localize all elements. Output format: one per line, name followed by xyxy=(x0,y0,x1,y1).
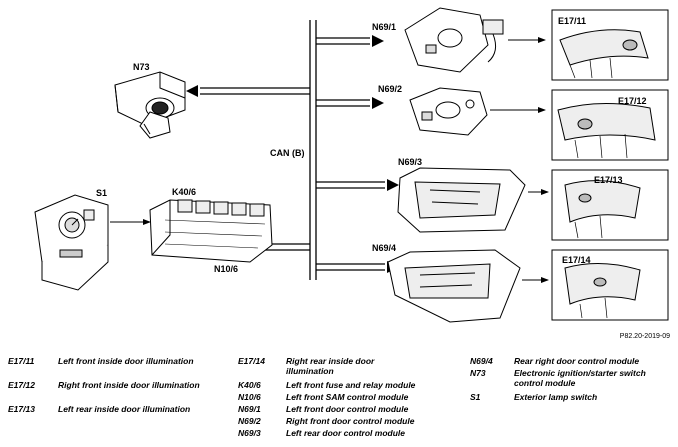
legend-desc: Left front door control module xyxy=(286,404,409,414)
e17-13-label: E17/13 xyxy=(594,175,623,185)
n69-1-door-module-illustration xyxy=(404,7,504,73)
legend-code: N69/4 xyxy=(470,356,493,366)
legend-code: N69/2 xyxy=(238,416,261,426)
legend-desc: Rear right door control module xyxy=(514,356,640,366)
n69-3-door-module-illustration xyxy=(397,167,526,233)
legend-desc: Left rear inside door illumination xyxy=(58,404,191,414)
s1-exterior-lamp-switch-illustration xyxy=(34,194,109,291)
legend-code: E17/13 xyxy=(8,404,35,414)
n73-label: N73 xyxy=(133,62,150,72)
s1-label: S1 xyxy=(96,188,107,198)
e17-12-label: E17/12 xyxy=(618,96,647,106)
n73-ignition-switch-illustration xyxy=(114,71,186,139)
legend-desc: Exterior lamp switch xyxy=(514,392,598,402)
k40-6-label: K40/6 xyxy=(172,187,196,197)
legend-code: E17/12 xyxy=(8,380,35,390)
reference-code: P82.20-2019-09 xyxy=(619,333,670,340)
e17-13-lamp-box xyxy=(551,169,669,241)
legend-desc: Left front SAM control module xyxy=(286,392,409,402)
n10-6-label: N10/6 xyxy=(214,264,238,274)
n69-2-door-module-illustration xyxy=(409,87,488,136)
n69-2-label: N69/2 xyxy=(378,84,402,94)
legend-desc: Right front door control module xyxy=(286,416,415,426)
e17-11-lamp-box xyxy=(551,9,669,81)
k40-n10-module-illustration xyxy=(149,199,273,263)
legend-code: S1 xyxy=(470,392,481,402)
n69-1-label: N69/1 xyxy=(372,22,396,32)
legend-code: N69/1 xyxy=(238,404,261,414)
legend-code: E17/11 xyxy=(8,356,35,366)
e17-14-label: E17/14 xyxy=(562,255,591,265)
lamp-arrows xyxy=(490,37,549,283)
wiring-diagram: N73 S1 K40/6 N10/6 CAN (B) N69/1 xyxy=(34,7,669,323)
legend-desc: Left rear door control module xyxy=(286,428,406,438)
legend-code: E17/14 xyxy=(238,356,265,366)
legend-desc: Electronic ignition/starter switch contr… xyxy=(514,368,646,388)
legend-desc: Left front fuse and relay module xyxy=(286,380,416,390)
can-bus-lines xyxy=(200,20,385,280)
e17-11-label: E17/11 xyxy=(558,16,586,26)
legend-desc: Left front inside door illumination xyxy=(58,356,194,366)
n69-4-label: N69/4 xyxy=(372,243,396,253)
legend-code: N73 xyxy=(470,368,486,378)
legend-desc: Right rear inside door illumination xyxy=(286,356,375,376)
legend-code: N10/6 xyxy=(238,392,261,402)
e17-12-lamp-box xyxy=(551,89,669,161)
legend-code: N69/3 xyxy=(238,428,261,438)
legend-code: K40/6 xyxy=(238,380,261,390)
n69-4-door-module-illustration xyxy=(387,249,521,323)
legend-desc: Right front inside door illumination xyxy=(58,380,200,390)
e17-14-lamp-box xyxy=(551,249,669,321)
can-b-label: CAN (B) xyxy=(270,148,305,158)
n69-3-label: N69/3 xyxy=(398,157,422,167)
